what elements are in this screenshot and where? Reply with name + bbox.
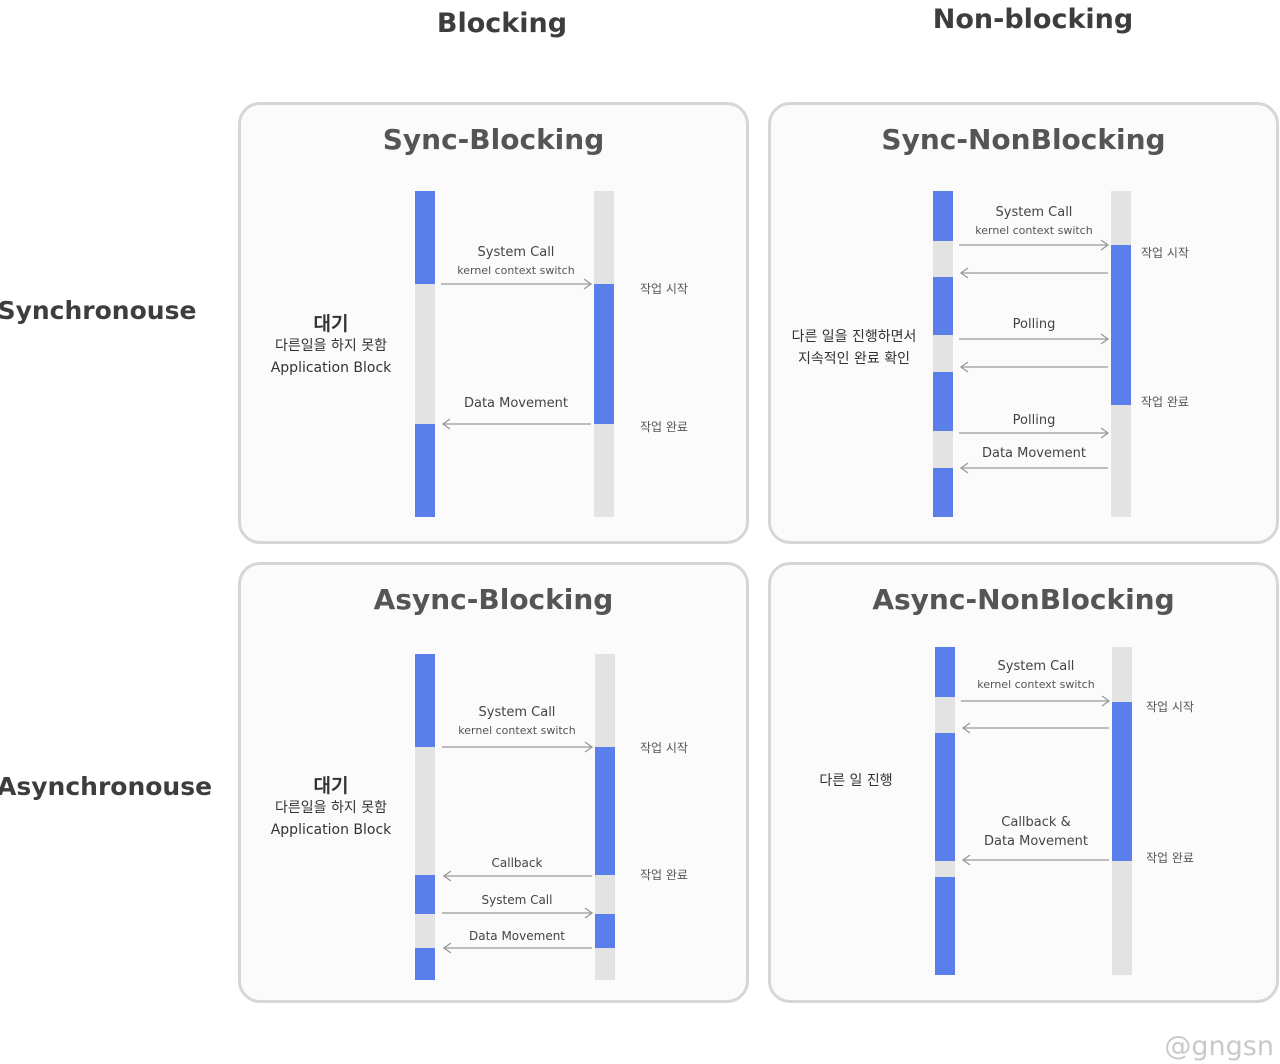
app-timeline-waiting [933, 335, 953, 372]
syscall-label: System Call [478, 705, 556, 720]
column-header-nonblocking: Non-blocking [932, 4, 1134, 35]
panel-title: Sync-NonBlocking [881, 123, 1166, 156]
wait-label: 대기 [313, 313, 349, 335]
kernel-timeline-idle [595, 654, 615, 747]
app-timeline-active [415, 875, 435, 914]
app-timeline-active [935, 877, 955, 975]
panel-title: Sync-Blocking [382, 123, 605, 156]
app-timeline-active [933, 277, 953, 335]
work-done-label: 작업 완료 [1141, 395, 1189, 409]
app-timeline-active [933, 468, 953, 517]
polling-label-2: Polling [1012, 413, 1056, 428]
work-start-label: 작업 시작 [640, 282, 688, 296]
app-timeline-waiting [933, 431, 953, 468]
callback-label: Callback [491, 856, 543, 870]
side-note: 다른 일 진행 [819, 773, 893, 789]
data-movement-label: Data Movement [981, 446, 1087, 461]
kernel-timeline-working [595, 914, 615, 948]
polling-label-1: Polling [1012, 317, 1056, 332]
kernel-timeline-idle [594, 424, 614, 517]
data-movement-label: Data Movement [983, 834, 1089, 849]
app-timeline-active [415, 654, 435, 747]
work-start-label: 작업 시작 [1146, 700, 1194, 714]
watermark: @gngsn [1164, 1031, 1274, 1062]
panel-title: Async-NonBlocking [872, 583, 1175, 616]
panel-title: Async-Blocking [373, 583, 614, 616]
app-timeline-waiting [933, 241, 953, 277]
kernel-timeline-working [1111, 245, 1131, 405]
kernel-switch-label: kernel context switch [457, 264, 575, 277]
app-timeline-waiting [415, 747, 435, 875]
app-timeline-active [415, 948, 435, 980]
app-timeline-waiting [935, 697, 955, 733]
panel-sync-nonblocking: Sync-NonBlocking System Call kernel cont… [768, 102, 1279, 544]
kernel-timeline-idle [595, 875, 615, 914]
app-timeline-active [415, 424, 435, 517]
panel-async-nonblocking: Async-NonBlocking System Call kernel con… [768, 562, 1279, 1003]
row-header-sync: Synchronouse [0, 296, 197, 325]
app-timeline-active [933, 372, 953, 431]
side-note-line-1: 다른 일을 진행하면서 [791, 329, 917, 345]
kernel-timeline-idle [594, 191, 614, 284]
kernel-timeline-idle [595, 948, 615, 980]
panel-async-blocking: Async-Blocking System Call kernel contex… [238, 562, 749, 1003]
app-timeline-active [933, 191, 953, 241]
app-timeline-waiting [415, 914, 435, 948]
work-start-label: 작업 시작 [640, 741, 688, 755]
app-timeline-active [935, 733, 955, 861]
kernel-timeline-working [594, 284, 614, 424]
kernel-timeline-idle [1111, 405, 1131, 517]
side-note-line-2: 지속적인 완료 확인 [798, 351, 910, 367]
app-timeline-waiting [415, 284, 435, 424]
kernel-timeline-idle [1112, 647, 1132, 702]
data-movement-label: Data Movement [463, 396, 569, 411]
kernel-timeline-idle [1111, 191, 1131, 245]
syscall-label: System Call [995, 205, 1073, 220]
app-timeline-active [415, 191, 435, 284]
row-header-async: Asynchronouse [0, 772, 213, 801]
panel-sync-blocking: Sync-Blocking System Call kernel context… [238, 102, 749, 544]
kernel-timeline-working [1112, 702, 1132, 861]
work-start-label: 작업 시작 [1141, 246, 1189, 260]
app-timeline-waiting [935, 861, 955, 877]
column-header-blocking: Blocking [436, 8, 568, 39]
callback-label: Callback & [1001, 815, 1071, 830]
syscall-label-2: System Call [481, 893, 553, 907]
data-movement-label: Data Movement [468, 929, 566, 943]
cannot-do-other-label: 다른일을 하지 못함 [275, 338, 387, 354]
application-block-label: Application Block [270, 360, 392, 376]
work-done-label: 작업 완료 [1146, 851, 1194, 865]
kernel-timeline-working [595, 747, 615, 875]
kernel-switch-label: kernel context switch [977, 678, 1095, 691]
application-block-label: Application Block [270, 822, 392, 838]
wait-label: 대기 [313, 775, 349, 797]
cannot-do-other-label: 다른일을 하지 못함 [275, 800, 387, 816]
syscall-label: System Call [997, 659, 1075, 674]
kernel-switch-label: kernel context switch [975, 224, 1093, 237]
work-done-label: 작업 완료 [640, 868, 688, 882]
work-done-label: 작업 완료 [640, 420, 688, 434]
syscall-label: System Call [477, 245, 555, 260]
kernel-timeline-idle [1112, 861, 1132, 975]
kernel-switch-label: kernel context switch [458, 724, 576, 737]
app-timeline-active [935, 647, 955, 697]
